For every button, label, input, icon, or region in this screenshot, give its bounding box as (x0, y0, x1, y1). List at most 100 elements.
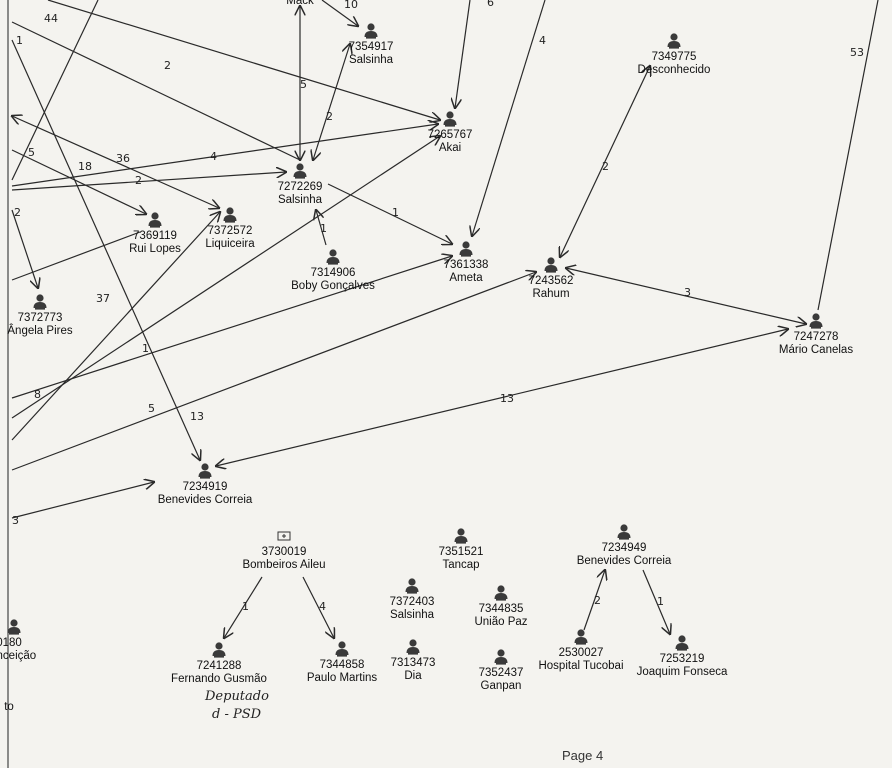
person-icon (223, 207, 237, 223)
node-number: 7313473 (391, 657, 436, 669)
person-icon (33, 294, 47, 310)
person-icon (443, 111, 457, 127)
person-icon (405, 578, 419, 594)
edge-line (11, 212, 220, 441)
edge-line (321, 0, 358, 26)
node-number: 7354917 (349, 41, 394, 53)
node-name: Conceição (0, 650, 36, 662)
edge-count-label: 4 (319, 600, 326, 613)
edge-count-label: 6 (487, 0, 494, 9)
handwritten-note-line1: Deputado (204, 689, 269, 704)
person-icon (675, 635, 689, 651)
node-name: Liquiceira (205, 238, 255, 250)
node-number: 7352437 (479, 667, 524, 679)
node-name: Bombeiros Aileu (242, 559, 325, 571)
person-icon (494, 649, 508, 665)
edge-line (560, 66, 650, 257)
edge-count-label: 2 (602, 160, 609, 173)
node-name: Tancap (442, 559, 479, 571)
edge-count-label: 36 (116, 152, 130, 165)
node-n0180[interactable]: 0180Conceição (0, 619, 36, 662)
person-icon (574, 629, 588, 645)
edge-count-label: 2 (326, 110, 333, 123)
person-icon (293, 163, 307, 179)
edge-count-label: 18 (78, 160, 92, 173)
edge-line (11, 39, 200, 460)
node-name: Joaquim Fonseca (637, 666, 728, 678)
ambulance-icon (277, 531, 291, 541)
edge-line (316, 210, 327, 246)
edge-count-label: 3 (12, 514, 19, 527)
edge-line (313, 44, 350, 160)
node-number: 7265767 (428, 129, 473, 141)
edge-count-label: 1 (16, 34, 23, 47)
node-name: Akai (439, 142, 461, 154)
edge-count-label: 2 (14, 206, 21, 219)
node-number: 7344858 (320, 659, 365, 671)
person-icon (667, 33, 681, 49)
edge-line (224, 576, 263, 638)
node-n_to[interactable]: to (4, 701, 14, 713)
edge-line (455, 0, 471, 108)
node-number: 7247278 (794, 331, 839, 343)
edge-line (583, 570, 605, 631)
edge-line (11, 272, 536, 471)
edge-count-label: 44 (44, 12, 58, 25)
node-number: 7253219 (660, 653, 705, 665)
edge-line (11, 172, 286, 191)
node-n_mack[interactable]: Mack (286, 0, 314, 7)
edge-line (302, 576, 334, 638)
person-icon (212, 642, 226, 658)
node-name: Paulo Martins (307, 672, 378, 684)
edge-line (11, 482, 154, 519)
edge-count-label: 2 (594, 594, 601, 607)
edge-line (11, 231, 141, 281)
node-name: União Paz (474, 616, 527, 628)
node-number: 0180 (0, 637, 22, 649)
edge-count-label: 2 (135, 174, 142, 187)
person-icon (544, 257, 558, 273)
node-number: 7351521 (439, 546, 484, 558)
node-number: 7344835 (479, 603, 524, 615)
edge-count-label: 4 (539, 34, 546, 47)
edge-count-label: 1 (320, 222, 327, 235)
node-number: 7372403 (390, 596, 435, 608)
person-icon (454, 528, 468, 544)
person-icon (809, 313, 823, 329)
node-number: 7234919 (183, 481, 228, 493)
edge-count-label: 37 (96, 292, 110, 305)
node-name: Ganpan (481, 680, 522, 692)
node-number: 7272269 (278, 181, 323, 193)
person-icon (617, 524, 631, 540)
edge-count-label: 2 (164, 59, 171, 72)
person-icon (406, 639, 420, 655)
edge-line (11, 136, 440, 419)
edge-count-label: 8 (34, 388, 41, 401)
